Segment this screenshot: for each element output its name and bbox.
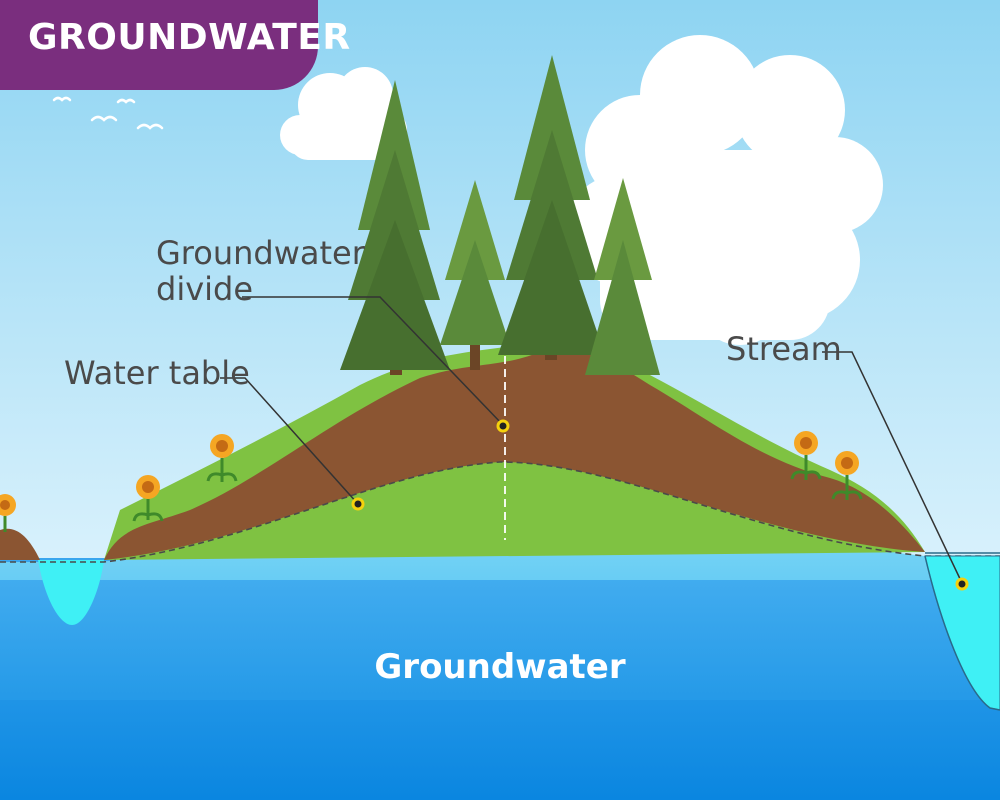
stream-marker	[955, 577, 969, 591]
stream-label: Stream	[726, 330, 842, 368]
left-stream	[38, 560, 104, 625]
sunflower-icon	[790, 431, 822, 480]
sunflower-icon	[206, 434, 238, 482]
title-banner: GROUNDWATER	[0, 0, 350, 90]
groundwater-divide-label-line2: divide	[156, 269, 254, 308]
water-table-marker	[351, 497, 365, 511]
sunflower-icon	[0, 494, 16, 532]
groundwater-divide-label: Groundwater divide	[156, 234, 365, 308]
tree-tall-left	[340, 80, 450, 375]
groundwater-divide-marker	[496, 419, 510, 433]
groundwater-divide-label-line1: Groundwater	[156, 234, 365, 272]
tree-tallest	[498, 55, 605, 360]
birds	[52, 96, 164, 130]
sunflower-icon	[132, 475, 164, 522]
groundwater-label: Groundwater	[374, 647, 626, 687]
cloud-left	[280, 67, 407, 160]
soil-hill	[104, 348, 925, 560]
sunflower-icon	[831, 451, 863, 500]
cloud-right	[565, 35, 883, 345]
tree-right	[585, 178, 660, 375]
leader-line-stream	[822, 351, 963, 584]
tree-small-center	[440, 180, 510, 370]
leader-line-groundwater-divide	[242, 296, 504, 426]
page-title: GROUNDWATER	[28, 17, 351, 58]
soil-left-bank	[0, 528, 40, 560]
leader-line-water-table	[220, 377, 359, 505]
water-table-line	[0, 461, 1000, 563]
water-table-label: Water table	[64, 354, 250, 392]
